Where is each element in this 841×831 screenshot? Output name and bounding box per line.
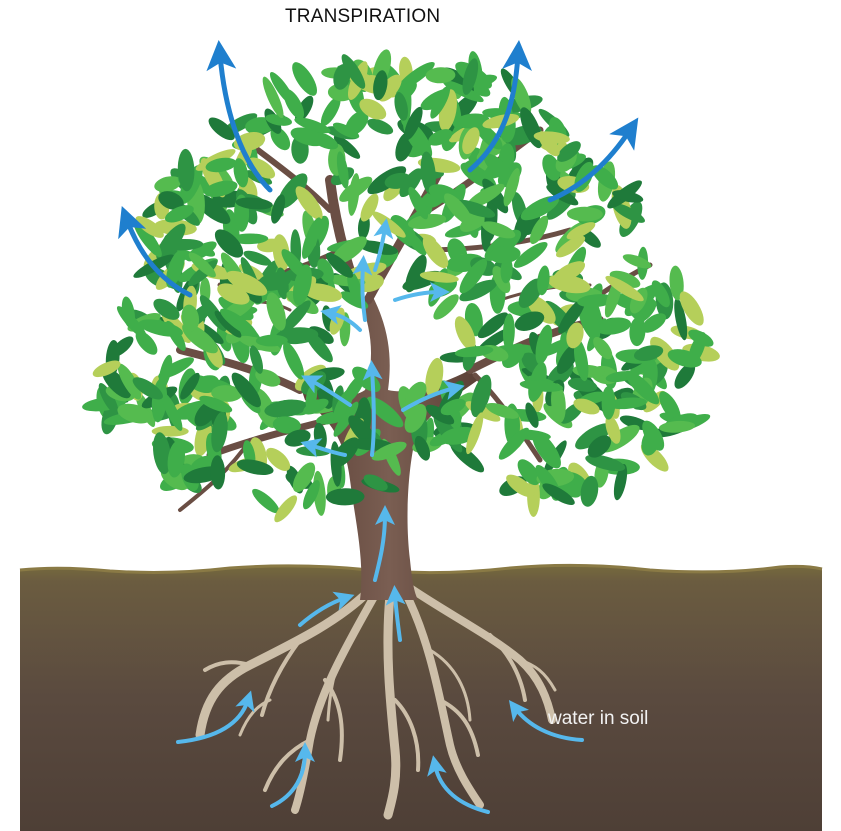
leaf [256,335,288,347]
water-in-soil-label: water in soil [548,708,648,730]
soil [20,565,822,831]
transpiration-label: TRANSPIRATION [285,6,440,28]
leaf [602,386,616,420]
leaf [279,339,308,382]
flow-arrow-icon [372,370,374,455]
